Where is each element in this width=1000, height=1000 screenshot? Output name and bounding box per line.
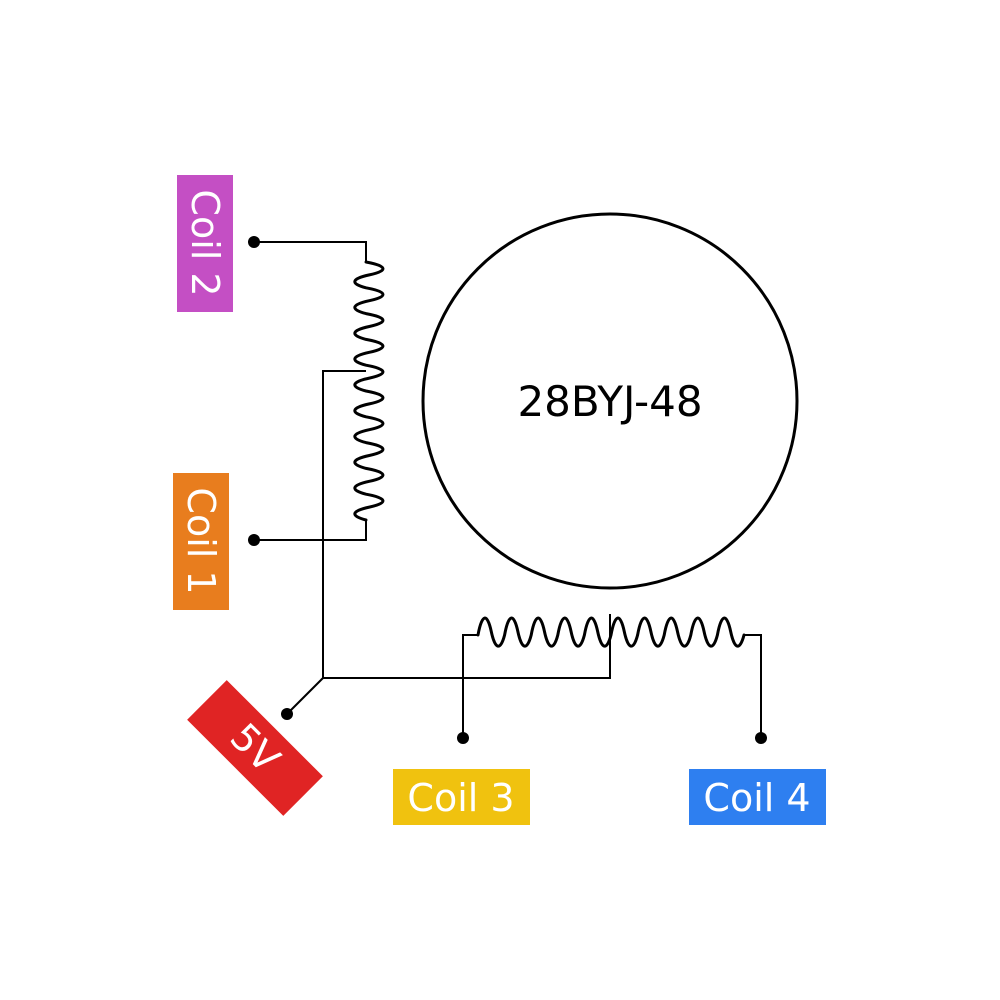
coil3-label-text: Coil 3: [407, 776, 514, 820]
power-wire: [286, 677, 324, 715]
vertical-centre-tap-wire: [322, 370, 366, 678]
coil1-wire: [254, 520, 367, 541]
power-label-bg: [187, 680, 323, 816]
coil3-label: Coil 3: [393, 769, 530, 825]
coil2-terminal: [248, 236, 260, 248]
coil3-terminal: [457, 732, 469, 744]
coil4-label-bg: [689, 769, 826, 825]
coil1-label: Coil 1: [173, 473, 229, 610]
motor-label: 28BYJ-48: [517, 377, 702, 426]
power-label: 5V: [187, 680, 323, 816]
coil1-label-text: Coil 1: [179, 487, 223, 594]
coil2-wire: [254, 241, 367, 262]
coil4-wire: [744, 634, 762, 738]
coil2-label-text: Coil 2: [183, 189, 227, 296]
coil3-label-bg: [393, 769, 530, 825]
coil2-label: Coil 2: [177, 175, 233, 312]
vertical-coil-winding: [353, 260, 385, 522]
common-bus-wire: [323, 614, 611, 679]
coil1-terminal: [248, 534, 260, 546]
coil2-label-bg: [177, 175, 233, 312]
coil1-label-bg: [173, 473, 229, 610]
motor-body: [421, 212, 799, 590]
coil4-terminal: [755, 732, 767, 744]
coil4-label-text: Coil 4: [703, 776, 810, 820]
coil3-wire: [462, 634, 478, 738]
coil4-label: Coil 4: [689, 769, 826, 825]
power-terminal: [281, 708, 293, 720]
